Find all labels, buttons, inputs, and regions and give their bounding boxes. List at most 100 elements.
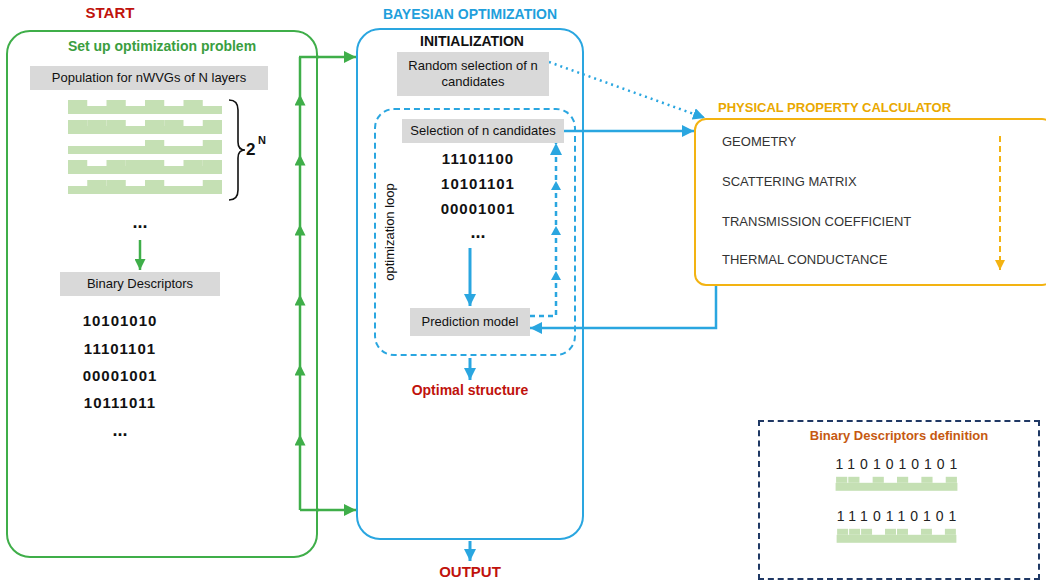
waveguide-bump [145,100,164,106]
waveguide-bump [897,477,908,483]
waveguide-bump [837,529,848,535]
binary-descriptor: 11101101 [84,340,156,358]
feedback-stub [299,56,319,59]
loop-label: optimization loop [382,183,398,281]
box-label: Selection of n candidates [410,123,555,139]
waveguide-bump [184,160,203,166]
process-box: Random selection of n candidates [397,52,549,96]
step-label: SCATTERING MATRIX [722,174,857,190]
connector-arrow [549,62,705,118]
calculator-panel: PHYSICAL PROPERTY CALCULATORGEOMETRYSCAT… [694,118,1046,286]
waveguide-row [68,180,222,194]
waveguide-bump [203,140,222,146]
waveguide-bump [145,160,164,166]
setup-panel: Set up optimization problem...1010101011… [6,30,318,558]
feedback-line [299,57,302,510]
waveguide-bump [848,477,859,483]
waveguide-bump [203,120,222,126]
waveguide-row [68,140,222,154]
flow-arrow [469,248,472,306]
waveguide-bump [145,140,164,146]
flow-arrow [469,541,472,561]
connector-arrow [318,56,356,59]
waveguide-bump [921,529,932,535]
binary-descriptor: 1110110101 [837,508,962,525]
connectors [318,57,716,510]
binary-descriptor: 11101100 [442,150,514,168]
waveguide-bump [87,120,106,126]
waveguide-bump [68,100,87,106]
section-title: PHYSICAL PROPERTY CALCULATOR [718,100,951,116]
waveguide-bump [203,160,222,166]
loop-arrowhead [551,271,561,280]
flow-arrow [139,240,142,270]
count-exponent: N [258,134,266,147]
waveguide-base [836,483,958,491]
flow-arrow [469,358,472,380]
box-label: Population for nWVGs of N layers [52,70,246,86]
waveguide-bump [68,160,87,166]
connector-arrow [318,509,356,512]
binary-descriptor: 00001001 [83,367,158,385]
connector-arrow [530,286,716,328]
ellipsis: ... [112,420,127,442]
section-heading: INITIALIZATION [420,33,524,50]
waveguide-bump [885,529,896,535]
process-box: Binary Descriptors [60,272,220,296]
waveguide-bump [107,100,126,106]
result-label: Optimal structure [412,382,529,399]
binary-descriptor: 1101010101 [836,456,963,473]
waveguide-row [68,160,222,174]
waveguide-bump [836,477,847,483]
binary-descriptor: 10101010 [83,312,158,330]
connector-arrow [530,143,556,316]
section-title: BAYESIAN OPTIMIZATION [383,6,557,23]
definition-box: Binary Descriptors definition11010101011… [758,420,1040,580]
waveguide-base [837,535,957,543]
waveguide-bump [107,160,126,166]
waveguide-base [68,126,222,134]
waveguide-illustration [68,100,957,543]
step-label: TRANSMISSION COEFFICIENT [722,214,911,230]
waveguide-bump [921,477,932,483]
process-box: Selection of n candidates [402,119,564,143]
waveguide-bump [873,477,884,483]
waveguide-base [68,146,222,154]
box-label: Random selection of n candidates [397,58,549,91]
waveguide-bump [68,120,87,126]
box-label: Binary Descriptors [87,276,193,292]
waveguide-sample [837,529,957,543]
flow-label: START [86,4,135,22]
waveguide-bump [897,529,908,535]
ellipsis: ... [470,222,485,244]
waveguide-row [68,120,222,134]
box-label: Prediction model [422,314,519,330]
step-label: GEOMETRY [722,134,796,150]
process-box: Prediction model [410,308,530,336]
waveguide-bump [145,180,164,186]
waveguide-bump [107,120,126,126]
flow-label: OUTPUT [439,563,501,581]
waveguide-base [68,166,222,174]
waveguide-bump [945,529,956,535]
waveguide-bump [107,180,126,186]
waveguide-bump [849,529,860,535]
waveguide-bump [861,529,872,535]
step-label: THERMAL CONDUCTANCE [722,252,887,268]
process-box: Population for nWVGs of N layers [30,66,268,90]
waveguide-bump [203,180,222,186]
process-order-arrow [999,136,1001,270]
waveguide-bump [87,180,106,186]
waveguide-base [68,106,222,114]
waveguide-bump [184,100,203,106]
waveguide-bump [946,477,957,483]
waveguide-bump [126,160,145,166]
loop-region: optimization loop11101100101011010000100… [374,108,576,356]
waveguide-row [68,100,222,114]
curly-bracket [229,100,245,200]
waveguide-bump [164,120,183,126]
waveguide-base [68,186,222,194]
waveguide-bump [145,120,164,126]
